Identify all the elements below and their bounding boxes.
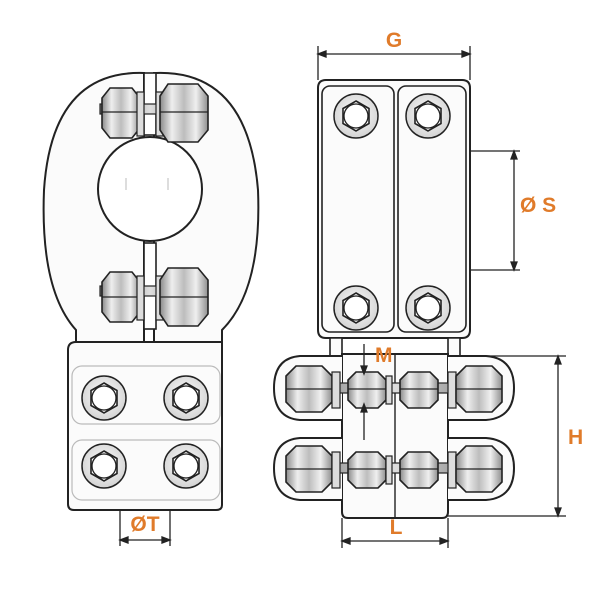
dim-label-t: ØT: [130, 513, 159, 536]
left-terminal-pad: [67, 341, 223, 511]
pipe-bore: [97, 136, 203, 242]
right-front-view: [272, 79, 516, 519]
dim-label-m: M: [375, 344, 393, 367]
dim-label-h: H: [568, 426, 583, 449]
dim-label-l: L: [390, 516, 403, 539]
lower-bolt-assembly: [99, 267, 209, 327]
dim-label-s: Ø S: [520, 194, 556, 217]
dim-label-g: G: [386, 29, 402, 52]
upper-side-bolt-row: [285, 365, 503, 413]
dimension-labels: G Ø S M H L ØT: [130, 29, 583, 539]
left-side-view: [42, 71, 260, 511]
upper-bolt-assembly: [99, 83, 209, 143]
dimension-lines: [118, 46, 566, 548]
lower-side-bolt-row: [285, 445, 503, 493]
